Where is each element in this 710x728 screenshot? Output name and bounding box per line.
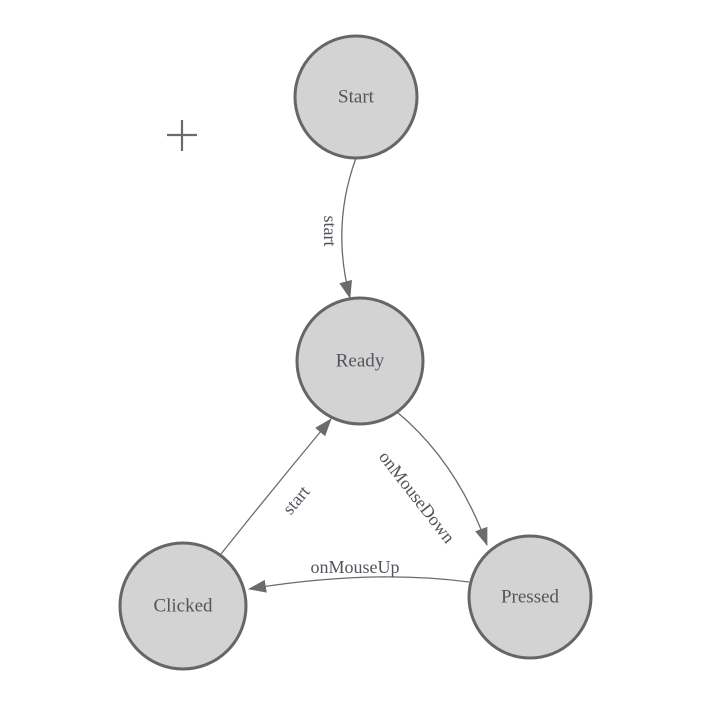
edge-ready-to-pressed[interactable]: onMouseDown [375, 411, 488, 547]
edge-clicked-to-ready[interactable]: start [220, 418, 332, 555]
edge-label-start-to-ready: start [320, 216, 340, 247]
edge-label-clicked-to-ready: start [278, 482, 313, 519]
edge-pressed-to-clicked[interactable]: onMouseUp [248, 557, 470, 593]
node-start[interactable]: Start [293, 34, 419, 160]
edge-label-pressed-to-clicked: onMouseUp [311, 557, 400, 577]
node-clicked[interactable]: Clicked [118, 541, 248, 671]
node-ready[interactable]: Ready [295, 296, 425, 426]
node-pressed[interactable]: Pressed [467, 534, 593, 660]
edge-label-ready-to-pressed: onMouseDown [375, 447, 459, 547]
edge-line[interactable] [248, 576, 470, 593]
plus-icon[interactable] [167, 120, 197, 151]
edge-line[interactable] [220, 418, 332, 555]
node-circle-pressed[interactable] [467, 534, 593, 660]
edge-start-to-ready[interactable]: start [320, 157, 357, 299]
node-circle-ready[interactable] [295, 296, 425, 426]
edge-line[interactable] [396, 411, 488, 546]
node-circle-clicked[interactable] [118, 541, 248, 671]
edge-line[interactable] [339, 157, 357, 299]
node-circle-start[interactable] [293, 34, 419, 160]
